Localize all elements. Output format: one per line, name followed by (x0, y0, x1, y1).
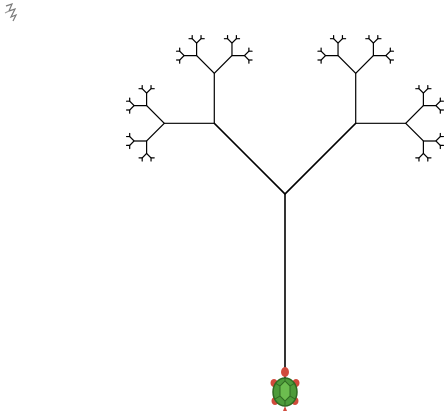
tree-branch (179, 55, 185, 61)
tree-branch (320, 55, 327, 61)
tree-branch (146, 105, 165, 124)
tree-branch (196, 38, 202, 44)
tree-branch (146, 122, 165, 142)
partial-tree-fragment-icon (4, 3, 18, 22)
tree-branch (146, 152, 152, 159)
tree-branch (129, 100, 135, 107)
tree-branch (405, 105, 424, 124)
tree-branch (243, 50, 250, 57)
tree-branch (368, 38, 374, 44)
turtle-shell-pattern (279, 380, 291, 402)
turtle-icon[interactable] (269, 366, 301, 412)
tree-branch (372, 38, 379, 44)
turtle-head (281, 367, 289, 377)
turtle-tail (283, 406, 287, 411)
tree-branch (231, 38, 237, 44)
tree-branch (337, 55, 357, 74)
tree-branch (129, 140, 135, 146)
tree-branch (141, 88, 148, 94)
tree-branch (179, 50, 185, 57)
tree-branch (418, 152, 424, 159)
tree-branch (213, 55, 233, 74)
tree-branch (385, 55, 391, 61)
tree-branch (243, 55, 250, 61)
tree-branch (191, 38, 198, 44)
tree-branch (422, 152, 429, 159)
tree-branch (435, 135, 441, 142)
tree-branch (435, 140, 441, 146)
tree-branch (146, 88, 152, 94)
tree-branch (213, 122, 286, 195)
tree-branch (226, 38, 233, 44)
tree-branch (320, 50, 327, 57)
tree-branches (125, 34, 444, 379)
tree-branch (196, 55, 215, 74)
tree-branch (129, 105, 135, 111)
tree-branch (385, 50, 391, 57)
tree-branch (141, 152, 148, 159)
tree-branch (355, 55, 374, 74)
tree-branch (284, 122, 357, 195)
tree-branch (337, 38, 344, 44)
tree-branch (435, 100, 441, 107)
tree-branch (422, 88, 429, 94)
tree-branch (418, 88, 424, 94)
tree-branch (435, 105, 441, 111)
tree-branch (405, 122, 424, 142)
tree-branch (129, 135, 135, 142)
tree-branch (333, 38, 339, 44)
